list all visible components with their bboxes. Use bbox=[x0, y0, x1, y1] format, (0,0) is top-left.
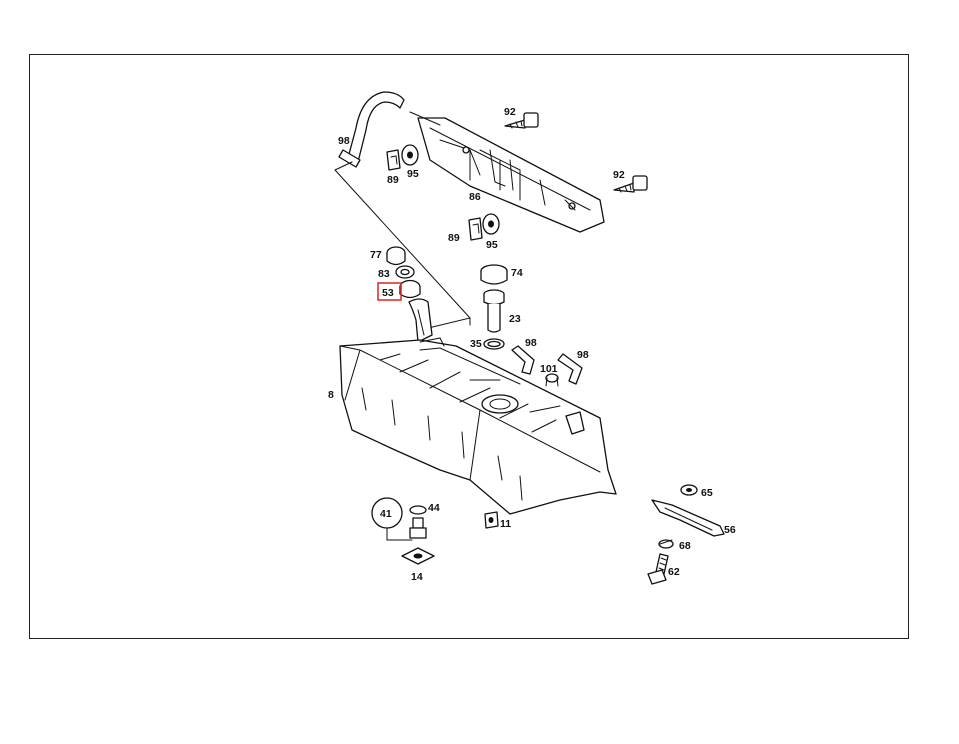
highlight-box-53 bbox=[377, 282, 402, 301]
washer-95-lower[interactable] bbox=[482, 213, 500, 235]
callout-11[interactable]: 11 bbox=[500, 518, 511, 530]
seal-53[interactable] bbox=[399, 279, 421, 299]
hose-98-right[interactable] bbox=[557, 353, 583, 385]
o-ring-35[interactable] bbox=[483, 338, 505, 350]
sender-tube-23[interactable] bbox=[483, 289, 505, 333]
clip-11[interactable] bbox=[484, 511, 499, 529]
screw-92-upper[interactable] bbox=[504, 112, 539, 129]
callout-77[interactable]: 77 bbox=[370, 249, 382, 261]
washer-95-upper[interactable] bbox=[401, 144, 419, 166]
leader-lines-hose bbox=[334, 161, 471, 331]
callout-101[interactable]: 101 bbox=[540, 363, 558, 375]
ring-83[interactable] bbox=[395, 265, 415, 279]
callout-53[interactable]: 53 bbox=[382, 287, 394, 299]
leader-41 bbox=[386, 527, 413, 541]
callout-95-lower[interactable]: 95 bbox=[486, 239, 498, 251]
callout-74[interactable]: 74 bbox=[511, 267, 523, 279]
gasket-44[interactable] bbox=[409, 505, 427, 515]
callout-8[interactable]: 8 bbox=[328, 389, 334, 401]
washer-65[interactable] bbox=[680, 484, 698, 496]
callout-89-upper[interactable]: 89 bbox=[387, 174, 399, 186]
callout-86[interactable]: 86 bbox=[469, 191, 481, 203]
callout-89-lower[interactable]: 89 bbox=[448, 232, 460, 244]
callout-62[interactable]: 62 bbox=[668, 566, 680, 578]
clip-89-upper[interactable] bbox=[386, 149, 401, 171]
callout-92-lower[interactable]: 92 bbox=[613, 169, 625, 181]
drain-plug[interactable] bbox=[409, 517, 427, 539]
callout-92-upper[interactable]: 92 bbox=[504, 106, 516, 118]
fuel-tank-8[interactable] bbox=[339, 337, 617, 515]
callout-41[interactable]: 41 bbox=[380, 508, 392, 520]
spring-washer-68[interactable] bbox=[658, 539, 674, 549]
hose-98-middle[interactable] bbox=[511, 345, 535, 375]
cap-74[interactable] bbox=[480, 264, 508, 285]
callout-98[interactable]: 98 bbox=[338, 135, 350, 147]
filler-neck[interactable] bbox=[408, 298, 433, 343]
cover-86[interactable] bbox=[409, 111, 605, 233]
callout-14[interactable]: 14 bbox=[411, 571, 423, 583]
callout-23[interactable]: 23 bbox=[509, 313, 521, 325]
callout-98-right[interactable]: 98 bbox=[577, 349, 589, 361]
callout-98-middle[interactable]: 98 bbox=[525, 337, 537, 349]
cap-77[interactable] bbox=[386, 246, 406, 266]
callout-44[interactable]: 44 bbox=[428, 502, 440, 514]
clip-89-lower[interactable] bbox=[468, 217, 483, 241]
callout-95-upper[interactable]: 95 bbox=[407, 168, 419, 180]
vent-hose-98[interactable] bbox=[338, 91, 405, 168]
callout-68[interactable]: 68 bbox=[679, 540, 691, 552]
callout-56[interactable]: 56 bbox=[724, 524, 736, 536]
screw-92-lower[interactable] bbox=[613, 175, 648, 193]
clamp-101[interactable] bbox=[545, 373, 559, 387]
callout-83[interactable]: 83 bbox=[378, 268, 390, 280]
callout-65[interactable]: 65 bbox=[701, 487, 713, 499]
strap-56[interactable] bbox=[651, 499, 725, 537]
callout-35[interactable]: 35 bbox=[470, 338, 482, 350]
bolt-62[interactable] bbox=[647, 553, 669, 585]
pad-14[interactable] bbox=[401, 547, 435, 565]
